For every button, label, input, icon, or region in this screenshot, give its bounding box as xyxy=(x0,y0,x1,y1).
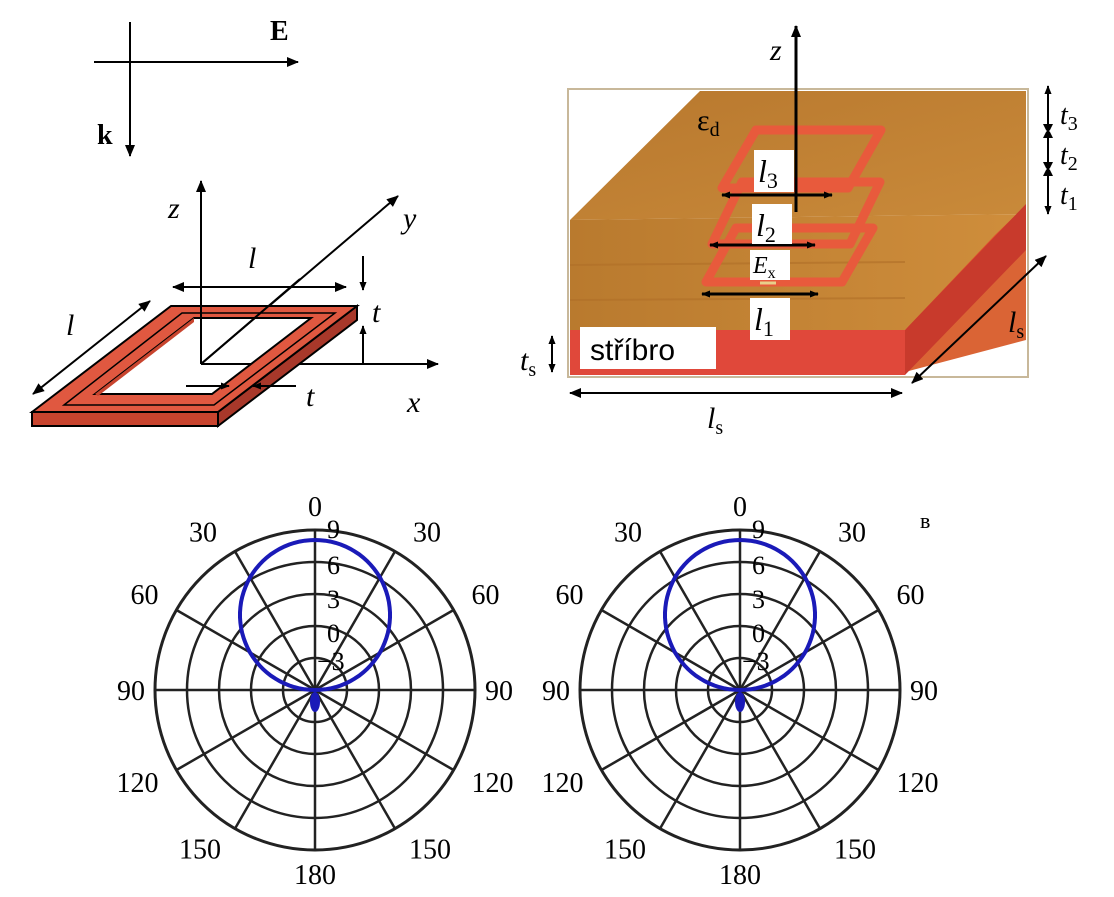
dim-ls-right-label: ls xyxy=(1008,306,1024,343)
polar-angle-label: 90 xyxy=(485,676,513,707)
polar-radial-label: −3 xyxy=(317,647,345,676)
polar-angle-label: 0 xyxy=(733,492,747,523)
polar-spoke xyxy=(314,688,455,772)
radiation-pattern-curve xyxy=(238,538,392,693)
dim-l-left xyxy=(32,300,151,395)
svg-text:εd: εd xyxy=(697,104,720,141)
stacked-ring-diagram: z εd l3 l2 Ex l1 stříbro ts ls ls xyxy=(520,25,1078,439)
eps-d-label: εd xyxy=(697,104,720,141)
polar-spoke xyxy=(313,550,397,691)
polar-angle-label: 120 xyxy=(541,768,583,799)
polar-spoke xyxy=(600,688,741,772)
polar-radial-label: −3 xyxy=(742,647,770,676)
dim-t1-label: t1 xyxy=(1060,180,1078,215)
polar-angle-label: 90 xyxy=(910,676,938,707)
dim-t3-label: t3 xyxy=(1060,100,1078,135)
polar-radial-label: 3 xyxy=(752,585,765,614)
polar-angle-label: 150 xyxy=(409,835,451,866)
dim-ts-label: ts xyxy=(520,344,536,381)
polar-angle-label: 120 xyxy=(897,768,939,799)
polar-radial-label: 0 xyxy=(752,619,765,648)
polar-radial-label: 9 xyxy=(327,515,340,544)
polar-spoke xyxy=(600,608,741,692)
dim-l1-label: l1 xyxy=(754,301,774,341)
polar-spoke xyxy=(738,689,822,830)
ring-diagram: E k z y x l l xyxy=(29,16,439,429)
dim-t2-label: t2 xyxy=(1060,140,1078,175)
panel-letter: в xyxy=(920,508,930,533)
dielectric-top xyxy=(570,91,1026,220)
dim-l-left-label: l xyxy=(66,309,74,342)
z-axis-label: z xyxy=(167,192,180,225)
polar-angle-label: 60 xyxy=(897,580,925,611)
e-field-label: E xyxy=(270,16,289,47)
b-z-axis-label: z xyxy=(769,34,782,67)
polar-angle-label: 150 xyxy=(834,835,876,866)
polar-angle-label: 120 xyxy=(116,768,158,799)
polar-radial-label: 6 xyxy=(327,551,340,580)
polar-spoke xyxy=(658,550,742,691)
polar-angle-label: 150 xyxy=(179,835,221,866)
dim-t-right-label: t xyxy=(372,296,381,329)
y-axis-label: y xyxy=(400,202,417,235)
polar-angle-label: 120 xyxy=(472,768,514,799)
polar-spoke xyxy=(739,688,880,772)
silver-label: stříbro xyxy=(590,334,675,367)
polar-angle-label: 60 xyxy=(130,580,158,611)
x-axis-label: x xyxy=(406,386,421,419)
polar-spoke xyxy=(233,550,317,691)
polar-radial-label: 0 xyxy=(327,619,340,648)
polar-spoke xyxy=(739,608,880,692)
dim-ls-right xyxy=(911,255,1047,384)
polar-spoke xyxy=(233,689,317,830)
polar-angle-label: 180 xyxy=(719,860,761,891)
dim-l2-label: l2 xyxy=(756,207,776,247)
polar-spoke xyxy=(738,550,822,691)
dim-l-top-label: l xyxy=(248,242,256,275)
polar-spoke xyxy=(658,689,742,830)
dim-l3-label: l3 xyxy=(758,153,778,193)
back-lobe xyxy=(735,692,745,712)
k-vector-label: k xyxy=(97,120,113,151)
radiation-pattern-curve xyxy=(663,538,817,693)
polar-radial-label: 6 xyxy=(752,551,765,580)
polar-angle-label: 30 xyxy=(413,517,441,548)
polar-angle-label: 0 xyxy=(308,492,322,523)
polar-radial-label: 3 xyxy=(327,585,340,614)
polar-angle-label: 90 xyxy=(117,676,145,707)
polar-spoke xyxy=(314,608,455,692)
polar-spoke xyxy=(313,689,397,830)
polar-angle-label: 150 xyxy=(604,835,646,866)
dim-t-bottom-label: t xyxy=(306,380,315,413)
polar-angle-label: 30 xyxy=(189,517,217,548)
polar-angle-label: 90 xyxy=(542,676,570,707)
polar-angle-label: 60 xyxy=(472,580,500,611)
dim-ls-bottom-label: ls xyxy=(707,402,723,439)
polar-angle-label: 180 xyxy=(294,860,336,891)
polar-spoke xyxy=(175,688,316,772)
polar-angle-label: 30 xyxy=(614,517,642,548)
polar-angle-label: 30 xyxy=(838,517,866,548)
polar-radial-label: 9 xyxy=(752,515,765,544)
polar-angle-label: 60 xyxy=(555,580,583,611)
back-lobe xyxy=(310,692,320,712)
polar-spoke xyxy=(175,608,316,692)
ex-field-label: Ex xyxy=(752,253,776,282)
